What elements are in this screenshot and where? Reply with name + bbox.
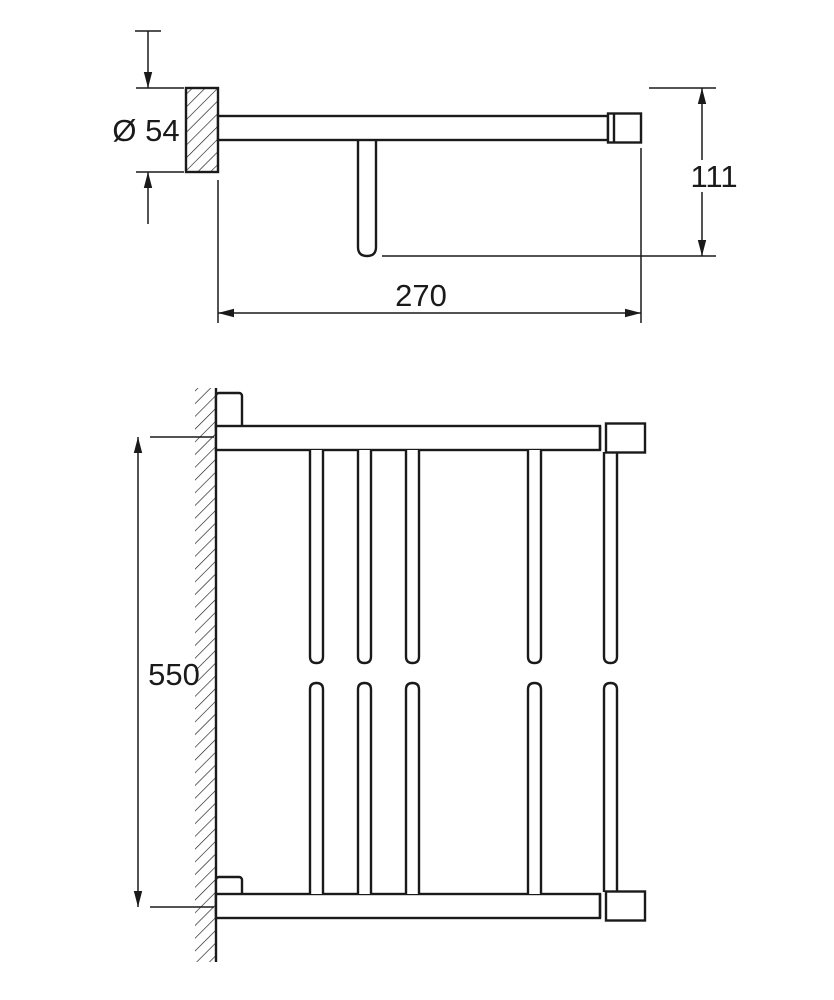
- dim-label-diameter: Ø 54: [112, 113, 179, 148]
- bottom-rail-end-cap: [604, 890, 647, 922]
- rack-rod: [308, 450, 325, 665]
- rack-rod: [602, 681, 619, 892]
- dim-label-width: 550: [148, 657, 200, 692]
- rail-profile: [216, 112, 643, 144]
- dim-height: 111: [382, 87, 738, 257]
- dim-label-depth: 270: [395, 278, 447, 313]
- rack-rod: [404, 681, 421, 894]
- top-rail-bar: [214, 424, 602, 452]
- rack-rod: [308, 681, 325, 894]
- plan-view: 550: [133, 388, 647, 962]
- dim-label-height: 111: [690, 159, 737, 194]
- arrowhead-down: [133, 891, 143, 907]
- dim-depth: 270: [217, 148, 642, 323]
- top-rail-end-cap: [604, 422, 647, 454]
- arrowhead-up: [133, 437, 143, 453]
- rack-rod: [526, 450, 543, 665]
- hanging-bar-loop: [356, 140, 378, 258]
- wall-flange-section: [184, 86, 220, 174]
- rack-rod: [356, 681, 373, 894]
- arrowhead-down: [143, 72, 153, 88]
- rack-rods-upper: [308, 450, 619, 665]
- arrowhead-right: [625, 308, 641, 318]
- rail-bar: [216, 114, 610, 142]
- arrowhead-down: [697, 240, 707, 256]
- rack-rods-lower: [308, 681, 619, 894]
- rack-rod: [602, 452, 619, 665]
- side-view: Ø 54 111 270: [112, 30, 738, 323]
- rack-rod: [404, 450, 421, 665]
- rack-rod: [526, 681, 543, 894]
- bottom-rail-bar: [214, 892, 602, 920]
- wall-hatch: [195, 388, 216, 962]
- arrowhead-up: [697, 88, 707, 104]
- dim-width: 550: [133, 436, 214, 908]
- arrowhead-up: [143, 172, 153, 188]
- dim-diameter: Ø 54: [112, 30, 184, 224]
- rack-rod: [356, 450, 373, 665]
- arrowhead-left: [218, 308, 234, 318]
